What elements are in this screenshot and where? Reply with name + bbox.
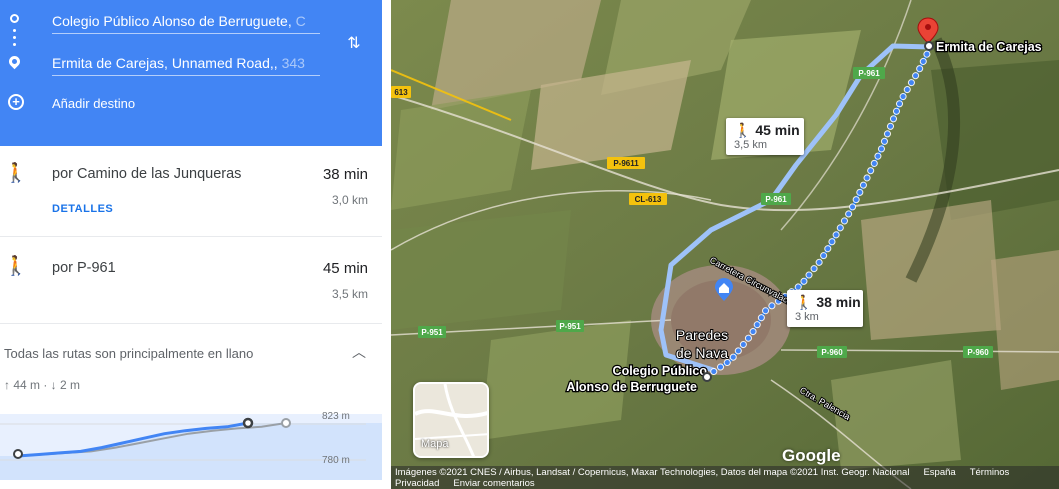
road-shield-p961: P-961 [858, 69, 880, 78]
destination-text: Ermita de Carejas, Unnamed Road,, [52, 55, 282, 71]
origin-dot-icon[interactable] [702, 372, 712, 382]
destination-input[interactable]: Ermita de Carejas, Unnamed Road,, 343 [52, 50, 320, 76]
elevation-area [0, 423, 382, 480]
max-elevation-label: 823 m [322, 411, 350, 422]
walking-icon: 🚶 [4, 163, 28, 184]
minimap-label: Mapa [421, 438, 449, 450]
origin-text: Colegio Público Alonso de Berruguete, [52, 13, 296, 29]
route-dots-icon [13, 29, 16, 32]
road-shield-p9611: P-9611 [613, 159, 639, 168]
callout-distance: 3 km [795, 311, 819, 323]
road-shield-p960: P-960 [821, 348, 843, 357]
route-dots-icon [13, 36, 16, 39]
road-shield-p961: P-961 [765, 195, 787, 204]
route-distance: 3,5 km [331, 287, 368, 301]
ravine [905, 37, 961, 283]
road-shield-p951: P-951 [559, 322, 581, 331]
road-shield-cl613: CL-613 [635, 195, 662, 204]
route-distance: 3,0 km [331, 193, 368, 207]
destination-text-faded: 343 [281, 55, 305, 71]
town-label: de Nava [676, 345, 728, 361]
callout-distance: 3,5 km [734, 139, 768, 151]
swap-arrows-icon[interactable]: ⇅ [347, 35, 361, 52]
road-shields: P-961 P-961 P-9611 CL-613 P-951 P-951 P-… [391, 67, 993, 358]
primary-route-profile [17, 421, 249, 458]
elevation-stats: ↑ 44 m · ↓ 2 m [4, 378, 81, 392]
chevron-up-icon[interactable]: ︿ [352, 344, 366, 360]
destination-pin-icon [6, 53, 23, 70]
destination-marker[interactable] [917, 17, 939, 51]
route-option[interactable]: 🚶 por Camino de las Junqueras 38 min 3,0… [0, 146, 382, 236]
origin-text-faded: C [295, 13, 306, 29]
destination-label[interactable]: Ermita de Carejas [935, 39, 1043, 56]
road-shield-613: 613 [394, 88, 408, 97]
destination-dot-icon [924, 41, 934, 51]
min-elevation-label: 780 m [322, 455, 350, 466]
divider [0, 236, 382, 237]
town-label: Paredes [676, 327, 728, 343]
home-pin-icon[interactable] [715, 278, 733, 301]
map-type-toggle[interactable]: Mapa [413, 382, 489, 458]
route-time: 45 min [322, 260, 368, 277]
details-link[interactable]: DETALLES [52, 203, 114, 215]
road-shield-p960: P-960 [967, 348, 989, 357]
road-shield-p951: P-951 [421, 328, 443, 337]
elevation-summary: Todas las rutas son principalmente en ll… [4, 346, 254, 361]
add-circle-icon[interactable]: + [8, 94, 24, 110]
route-option[interactable]: 🚶 por P-961 45 min 3,5 km [0, 237, 382, 323]
satellite-map[interactable]: P-961 P-961 P-9611 CL-613 P-951 P-951 P-… [391, 0, 1059, 489]
origin-input[interactable]: Colegio Público Alonso de Berruguete, C [52, 8, 320, 34]
alt-route-callout[interactable]: 🚶 45 min 3,5 km [726, 118, 804, 155]
attribution-text: Imágenes ©2021 CNES / Airbus, Landsat / … [395, 467, 910, 478]
origin-label[interactable]: Alonso de Berruguete [565, 379, 698, 396]
terms-link[interactable]: Términos [969, 467, 1010, 478]
feedback-link[interactable]: Enviar comentarios [453, 478, 535, 489]
walking-icon: 🚶 [795, 294, 813, 310]
origin-circle-icon [10, 14, 19, 23]
divider [0, 323, 382, 324]
route-name: por Camino de las Junqueras [52, 166, 242, 182]
callout-time: 45 min [755, 122, 800, 138]
alt-end-marker-icon [281, 418, 291, 428]
privacy-link[interactable]: Privacidad [395, 478, 440, 489]
elevation-profile-chart: 823 m 780 m [0, 411, 382, 480]
field-patches [391, 0, 1059, 470]
route-dots-icon [13, 43, 16, 46]
end-marker-icon [242, 417, 254, 429]
walking-icon: 🚶 [4, 256, 28, 277]
map-canvas[interactable]: P-961 P-961 P-9611 CL-613 P-951 P-951 P-… [391, 0, 1059, 489]
directions-search-box: Colegio Público Alonso de Berruguete, C … [0, 0, 382, 146]
google-logo: Google [782, 446, 841, 465]
primary-route-callout[interactable]: 🚶 38 min 3 km [787, 290, 863, 327]
country-link[interactable]: España [923, 467, 956, 478]
walking-icon: 🚶 [734, 122, 752, 138]
callout-time: 38 min [816, 294, 861, 310]
add-destination-link[interactable]: Añadir destino [52, 96, 136, 111]
map-attribution-bar: Imágenes ©2021 CNES / Airbus, Landsat / … [391, 466, 1059, 489]
start-marker-icon [13, 449, 23, 459]
minimap-preview [415, 384, 487, 456]
route-name: por P-961 [52, 260, 116, 276]
route-time: 38 min [322, 166, 368, 183]
directions-panel: Colegio Público Alonso de Berruguete, C … [0, 0, 382, 489]
origin-label[interactable]: Colegio Público [611, 363, 708, 380]
